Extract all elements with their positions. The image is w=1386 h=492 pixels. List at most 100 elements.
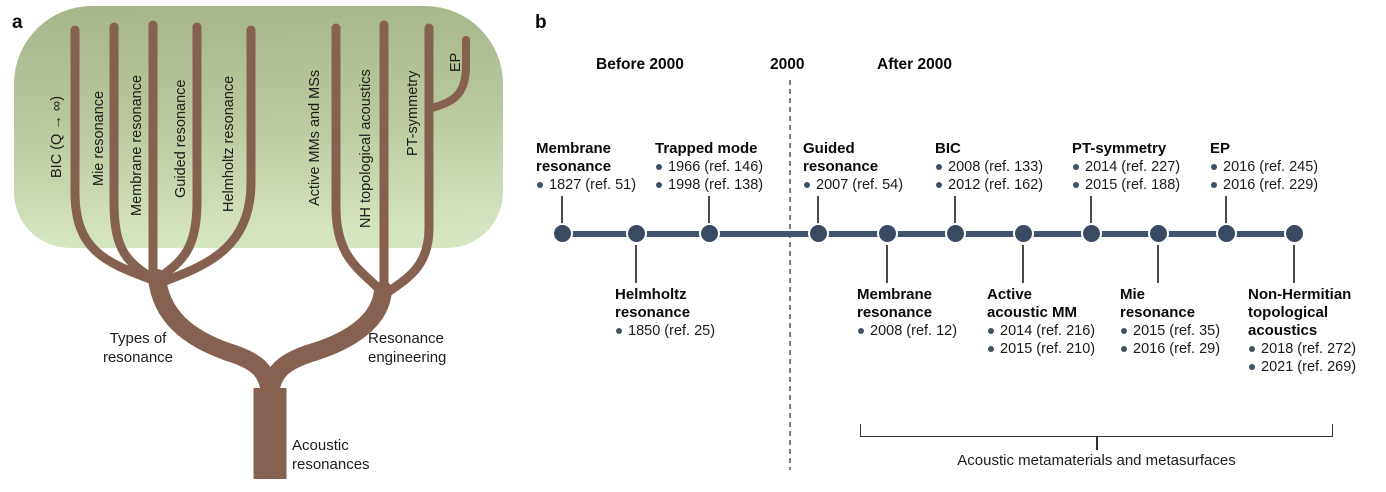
branch-ep <box>428 36 470 112</box>
event-entry: 2016 (ref. 229) <box>1210 176 1318 194</box>
panel-b-label: b <box>535 12 547 33</box>
event-connector <box>954 196 956 224</box>
event-connector <box>1293 245 1295 283</box>
event-connector <box>1022 245 1024 283</box>
event-entry-text: 2014 (ref. 227) <box>1085 159 1181 175</box>
branch-label: Mie resonance <box>91 90 107 186</box>
event-entry: 2014 (ref. 216) <box>987 322 1095 340</box>
bullet-icon <box>1249 346 1255 352</box>
timeline-dot <box>807 223 829 244</box>
event-entry: 2007 (ref. 54) <box>803 176 903 194</box>
event-entry: 2016 (ref. 29) <box>1120 340 1220 358</box>
event-entry-text: 2016 (ref. 229) <box>1223 177 1319 193</box>
tree-canopy <box>14 6 503 248</box>
bullet-icon <box>616 328 622 334</box>
timeline-dot <box>1012 223 1034 244</box>
event-connector <box>635 245 637 283</box>
event-entry-text: 2021 (ref. 269) <box>1261 359 1357 375</box>
left-limb-label: Types of resonance <box>102 330 174 366</box>
event-entry-text: 2012 (ref. 162) <box>948 177 1044 193</box>
event-connector <box>561 196 563 224</box>
timeline-event: Membrane resonance 1827 (ref. 51) <box>536 140 636 194</box>
timeline-dot <box>625 223 647 244</box>
branch-label: Active MMs and MSs <box>307 69 323 206</box>
bullet-icon <box>858 328 864 334</box>
event-entry-text: 2014 (ref. 216) <box>1000 323 1096 339</box>
event-entry: 1966 (ref. 146) <box>655 158 763 176</box>
trunk-label: Acoustic resonances <box>292 437 370 473</box>
bullet-icon <box>1211 164 1217 170</box>
event-entry-text: 2008 (ref. 12) <box>870 323 958 339</box>
panel-a-label: a <box>12 12 23 33</box>
timeline-dot <box>551 223 573 244</box>
event-entry-text: 2016 (ref. 245) <box>1223 159 1319 175</box>
event-entry: 2016 (ref. 245) <box>1210 158 1318 176</box>
era-header: Before 2000 <box>596 56 684 73</box>
timeline-dot <box>876 223 898 244</box>
branch-pt-symmetry <box>383 23 434 297</box>
event-entry: 1827 (ref. 51) <box>536 176 636 194</box>
era-header: 2000 <box>770 56 805 73</box>
event-entry-text: 1827 (ref. 51) <box>549 177 637 193</box>
timeline-dot <box>1283 223 1305 244</box>
bullet-icon <box>988 328 994 334</box>
event-connector <box>1157 245 1159 283</box>
event-title: Trapped mode <box>655 140 758 157</box>
event-entry: 1850 (ref. 25) <box>615 322 715 340</box>
bullet-icon <box>656 164 662 170</box>
event-entry: 2008 (ref. 133) <box>935 158 1043 176</box>
bullet-icon <box>936 164 942 170</box>
bullet-icon <box>1211 182 1217 188</box>
event-connector <box>1090 196 1092 224</box>
event-connector <box>1225 196 1227 224</box>
event-connector <box>817 196 819 224</box>
branch-guided <box>153 22 202 284</box>
timeline-dot <box>1147 223 1169 244</box>
event-entry-text: 2016 (ref. 29) <box>1133 341 1221 357</box>
bullet-icon <box>1121 328 1127 334</box>
event-entry: 2015 (ref. 210) <box>987 340 1095 358</box>
era-header: After 2000 <box>877 56 952 73</box>
branch-label: BIC (Q → ∞) <box>49 95 65 178</box>
timeline-axis <box>558 231 1298 237</box>
branch-label: Membrane resonance <box>129 74 145 216</box>
event-title: Membrane resonance <box>536 140 612 175</box>
event-title: Guided resonance <box>803 140 879 175</box>
bullet-icon <box>537 182 543 188</box>
timeline-event: Guided resonance 2007 (ref. 54) <box>803 140 903 194</box>
event-entry-text: 1966 (ref. 146) <box>668 159 764 175</box>
bullet-icon <box>1249 364 1255 370</box>
event-entry-text: 1850 (ref. 25) <box>628 323 716 339</box>
bracket-label: Acoustic metamaterials and metasurfaces <box>957 452 1236 469</box>
event-connector <box>886 245 888 283</box>
branch-active-mm <box>331 23 383 293</box>
bullet-icon <box>936 182 942 188</box>
branch-label: NH topological acoustics <box>358 69 374 228</box>
event-entry: 2008 (ref. 12) <box>857 322 957 340</box>
event-entry: 2015 (ref. 35) <box>1120 322 1220 340</box>
right-limb-label: Resonance engineering <box>368 330 447 366</box>
metamaterials-bracket <box>860 424 1333 437</box>
event-entry: 2012 (ref. 162) <box>935 176 1043 194</box>
event-entry-text: 2018 (ref. 272) <box>1261 341 1357 357</box>
branch-label: Helmholtz resonance <box>221 75 237 212</box>
event-title: Helmholtz resonance <box>615 286 691 321</box>
bullet-icon <box>804 182 810 188</box>
event-entry: 2018 (ref. 272) <box>1248 340 1356 358</box>
event-title: Mie resonance <box>1120 286 1196 321</box>
event-entry-text: 2008 (ref. 133) <box>948 159 1044 175</box>
event-entry: 2015 (ref. 188) <box>1072 176 1180 194</box>
timeline-event: Membrane resonance 2008 (ref. 12) <box>857 286 957 340</box>
timeline-event: Helmholtz resonance 1850 (ref. 25) <box>615 286 715 340</box>
branch-label: Guided resonance <box>173 79 189 199</box>
event-connector <box>708 196 710 224</box>
event-entry-text: 2007 (ref. 54) <box>816 177 904 193</box>
branch-helmholtz <box>160 25 256 286</box>
event-title: Membrane resonance <box>857 286 933 321</box>
